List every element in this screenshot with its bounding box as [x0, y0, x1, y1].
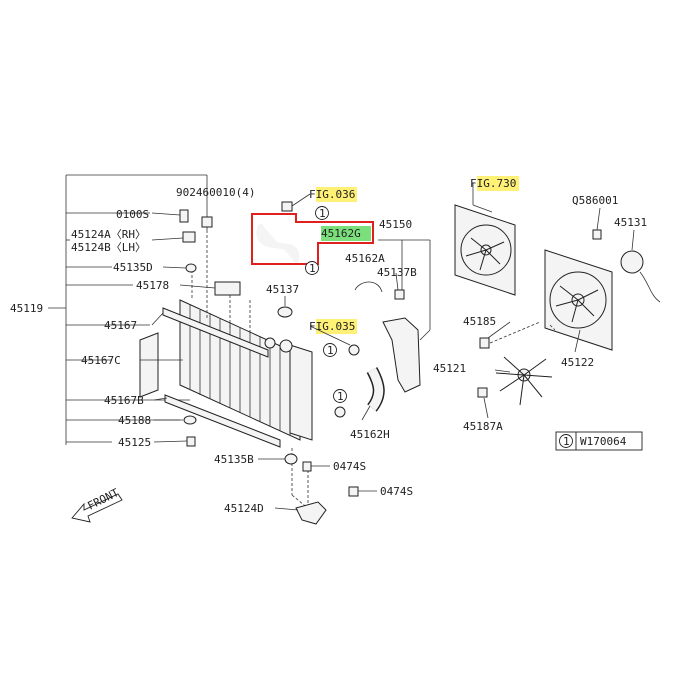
label-45135d: 45135D: [113, 261, 153, 274]
highlight-fig730: [477, 176, 519, 191]
label-fig730: FIG.730: [470, 177, 516, 190]
bracket-45124d: [295, 501, 327, 525]
label-fig035: FIG.035: [309, 320, 355, 333]
callout-1c-num: 1: [327, 344, 334, 357]
label-0474s-a: 0474S: [333, 460, 366, 473]
bolt-q586001: [592, 229, 602, 240]
hose-group: [251, 201, 431, 418]
selection-box-45162g[interactable]: [251, 213, 374, 265]
callout-1a-num: 1: [319, 207, 326, 220]
label-45125: 45125: [118, 436, 151, 449]
fan-shroud-right: [544, 229, 661, 351]
label-0474s-b: 0474S: [380, 485, 413, 498]
front-arrow-icon: [71, 493, 123, 523]
label-45150: 45150: [379, 218, 412, 231]
motor-wire: [639, 271, 661, 303]
radiator-pad: [214, 281, 241, 296]
label-45185: 45185: [463, 315, 496, 328]
fan-motor-45131: [620, 250, 644, 274]
callout-circle-1a: [315, 206, 329, 220]
label-45135b: 45135B: [214, 453, 254, 466]
callout-1b-num: 1: [309, 262, 316, 275]
nut-45187a: [477, 387, 488, 398]
reservoir-tank-45150: [382, 317, 421, 393]
part-labels: 902460010(4) 0100S 45124A〈RH〉 45124B〈LH〉…: [10, 177, 647, 515]
cushion-45135b: [284, 453, 298, 465]
bolt-0474s-a: [302, 461, 312, 472]
cap-45137b: [394, 289, 405, 300]
label-902460010: 902460010(4): [176, 186, 255, 199]
radiator-cap-45137: [277, 306, 293, 318]
label-45162h: 45162H: [350, 428, 390, 441]
label-fig036: FIG.036: [309, 188, 355, 201]
label-45137: 45137: [266, 283, 299, 296]
reference-circle-icon: [559, 434, 573, 448]
radiator-fasteners: [179, 209, 359, 525]
clip-902460010: [201, 216, 213, 228]
filler-neck: [279, 339, 293, 353]
label-45137b: 45137B: [377, 266, 417, 279]
fan-ring-right: [549, 271, 607, 329]
highlight-fig036: [316, 187, 357, 202]
label-0100s: 0100S: [116, 208, 149, 221]
bolt-0100s: [179, 209, 189, 223]
fan-ring-left: [460, 224, 512, 276]
label-45178: 45178: [136, 279, 169, 292]
upper-seal-strip: [162, 307, 269, 358]
radiator-side-tank: [289, 344, 313, 441]
callout-circle-1d: [333, 389, 347, 403]
clamp-lower: [348, 344, 360, 356]
nut-45185: [479, 337, 490, 349]
label-ref-circle-num: 1: [563, 435, 570, 448]
cushion-45188: [183, 415, 197, 425]
label-45188: 45188: [118, 414, 151, 427]
label-ref-code: W170064: [580, 435, 627, 448]
label-45122: 45122: [561, 356, 594, 369]
label-45167c: 45167C: [81, 354, 121, 367]
fan-blade-45121: [477, 321, 553, 406]
callout-leaders: [140, 183, 635, 511]
label-45124b: 45124B〈LH〉: [71, 241, 146, 254]
label-45167: 45167: [104, 319, 137, 332]
cushion-45135d: [185, 263, 197, 273]
clamp-upper: [281, 201, 293, 212]
front-direction-arrow: [71, 493, 123, 523]
fan-shroud-left: [454, 204, 516, 296]
bolt-0474s-b: [348, 486, 359, 497]
reference-box: [555, 431, 643, 451]
label-45124d: 45124D: [224, 502, 264, 515]
clamp-lower-2: [334, 406, 346, 418]
label-45124a: 45124A〈RH〉: [71, 228, 146, 241]
highlight-fig035: [316, 319, 357, 334]
outlet-pipe: [264, 337, 276, 349]
pin-45125: [186, 436, 196, 447]
label-45187a: 45187A: [463, 420, 503, 433]
side-seal: [139, 332, 159, 398]
label-45119: 45119: [10, 302, 43, 315]
bracket-45124a: [182, 231, 196, 243]
label-45162g[interactable]: 45162G: [321, 227, 361, 240]
label-q586001: Q586001: [572, 194, 618, 207]
label-45131: 45131: [614, 216, 647, 229]
overflow-hose-45162a: [354, 281, 383, 293]
callout-circle-1c: [323, 343, 337, 357]
lower-seal-strip: [164, 394, 281, 448]
highlight-45162g: [321, 226, 371, 241]
radiator-assembly: [139, 230, 313, 511]
left-bracket-lines: [48, 174, 208, 445]
label-45121: 45121: [433, 362, 466, 375]
callout-circle-1b: [305, 261, 319, 275]
label-45162a: 45162A: [345, 252, 385, 265]
callout-1d-num: 1: [337, 390, 344, 403]
label-45167b: 45167B: [104, 394, 144, 407]
